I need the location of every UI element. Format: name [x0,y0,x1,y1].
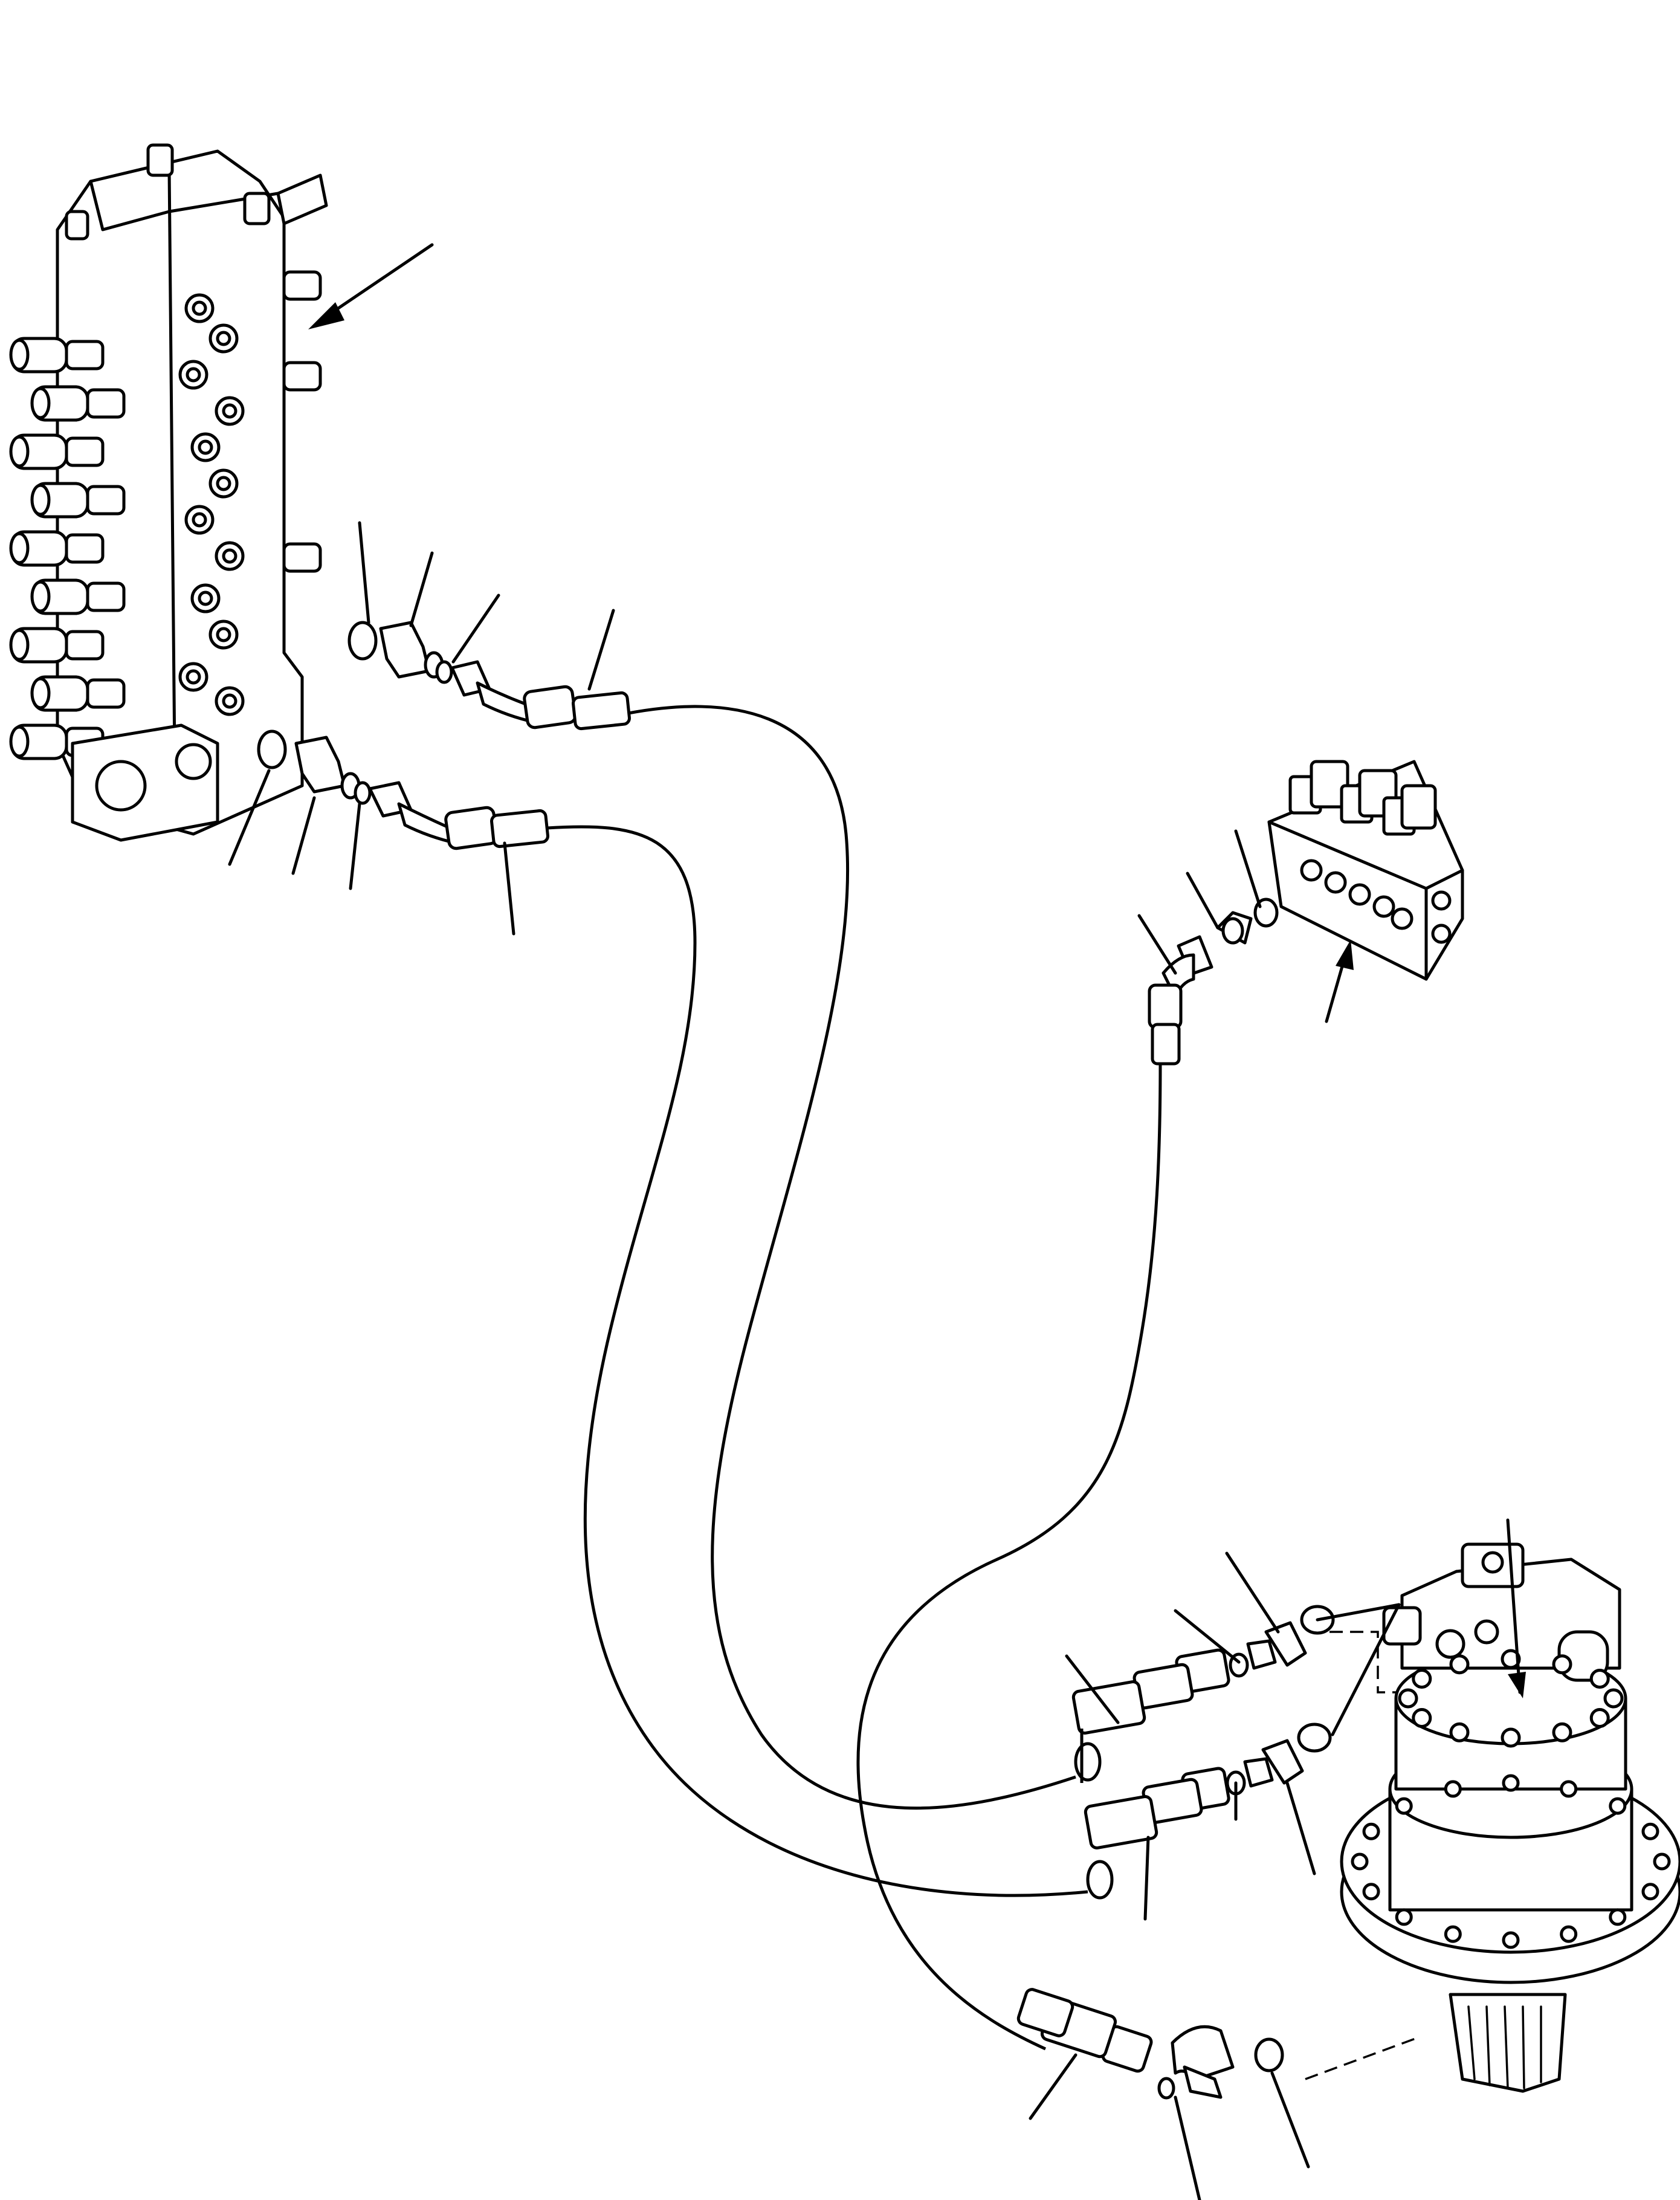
valve-spool-nut [86,485,126,516]
swing-motor [1340,1542,1680,2093]
upper-fitting-chain [347,621,631,731]
valve-spool-nut [65,436,105,467]
housing-bolt [1589,1669,1610,1689]
valve-spool-nut [65,630,105,661]
flange-bolt-hole [1444,1780,1462,1798]
callout-arrow-swing-motor [1506,1518,1526,1698]
hose-upper [628,705,1076,1810]
flange-bolt-hole [1351,1852,1369,1871]
housing-bolt [1501,1649,1521,1669]
valve-port-inner [186,669,201,685]
leader-lines-motor [1029,1551,1401,2200]
housing-bolt [1552,1654,1572,1675]
callout-arrow-pilot-block [1325,940,1354,1023]
motor-fitting-drain [1016,1988,1284,2100]
housing-bolt [1412,1708,1432,1728]
valve-spool-end [9,435,30,468]
valve-port-inner [186,367,201,383]
flange-bolt-hole [1641,1883,1659,1901]
hose-drain [856,1063,1162,2051]
housing-bolt [1412,1669,1432,1689]
housing-bolt [1501,1727,1521,1748]
valve-spool-end [9,629,30,661]
flange-bolt-hole [1560,1780,1578,1798]
lower-fitting-chain [257,730,549,850]
flange-bolt-hole [1362,1822,1380,1840]
valve-port-inner [216,331,231,346]
flange-bolt-hole [1502,1774,1520,1792]
valve-spool-end [30,387,51,419]
pilot-block [1267,760,1464,981]
flange-bolt-hole [1653,1852,1671,1871]
flange-bolt-hole [1395,1908,1413,1926]
flange-bolt-hole [1609,1797,1627,1815]
valve-spool-nut [65,340,105,370]
valve-spool-end [30,484,51,516]
valve-port-inner [216,476,231,491]
valve-spool-end [30,580,51,613]
leader-lines-pilot [1137,829,1262,975]
valve-port-inner [222,403,237,419]
housing-bolt [1398,1688,1418,1709]
valve-port-inner [192,300,207,316]
pilot-fitting-chain [1148,898,1279,1066]
valve-port-inner [192,512,207,528]
flange-bolt-hole [1502,1931,1520,1949]
valve-spool-nut [65,533,105,564]
leader-lines-valve [228,521,615,936]
valve-spool-end [9,532,30,565]
housing-bolt [1449,1722,1470,1742]
flange-bolt-hole [1444,1925,1462,1943]
alignment-lines [1305,1631,1421,2080]
valve-spool-end [30,677,51,710]
flange-bolt-hole [1641,1822,1659,1840]
flange-bolt-hole [1609,1908,1627,1926]
valve-spool-nut [86,388,126,419]
valve-spool-end [9,725,30,758]
valve-spool-nut [86,678,126,709]
valve-port-inner [198,590,213,606]
valve-port-inner [222,693,237,709]
valve-port-inner [198,439,213,455]
housing-bolt [1603,1688,1624,1709]
flange-bolt-hole [1362,1883,1380,1901]
hose-lower [546,825,1088,1897]
housing-bolt [1449,1654,1470,1675]
valve-spool-end [9,338,30,371]
callout-arrow-control-valve [308,243,434,329]
motor-fitting-lower [1084,1723,1332,1900]
valve-port-inner [222,548,237,564]
flange-bolt-hole [1395,1797,1413,1815]
valve-spool-nut [86,581,126,612]
housing-bolt [1589,1708,1610,1728]
control-valve [9,143,328,842]
valve-port-inner [216,627,231,642]
housing-bolt [1552,1722,1572,1742]
flange-bolt-hole [1560,1925,1578,1943]
motor-fitting-upper [1071,1605,1335,1783]
